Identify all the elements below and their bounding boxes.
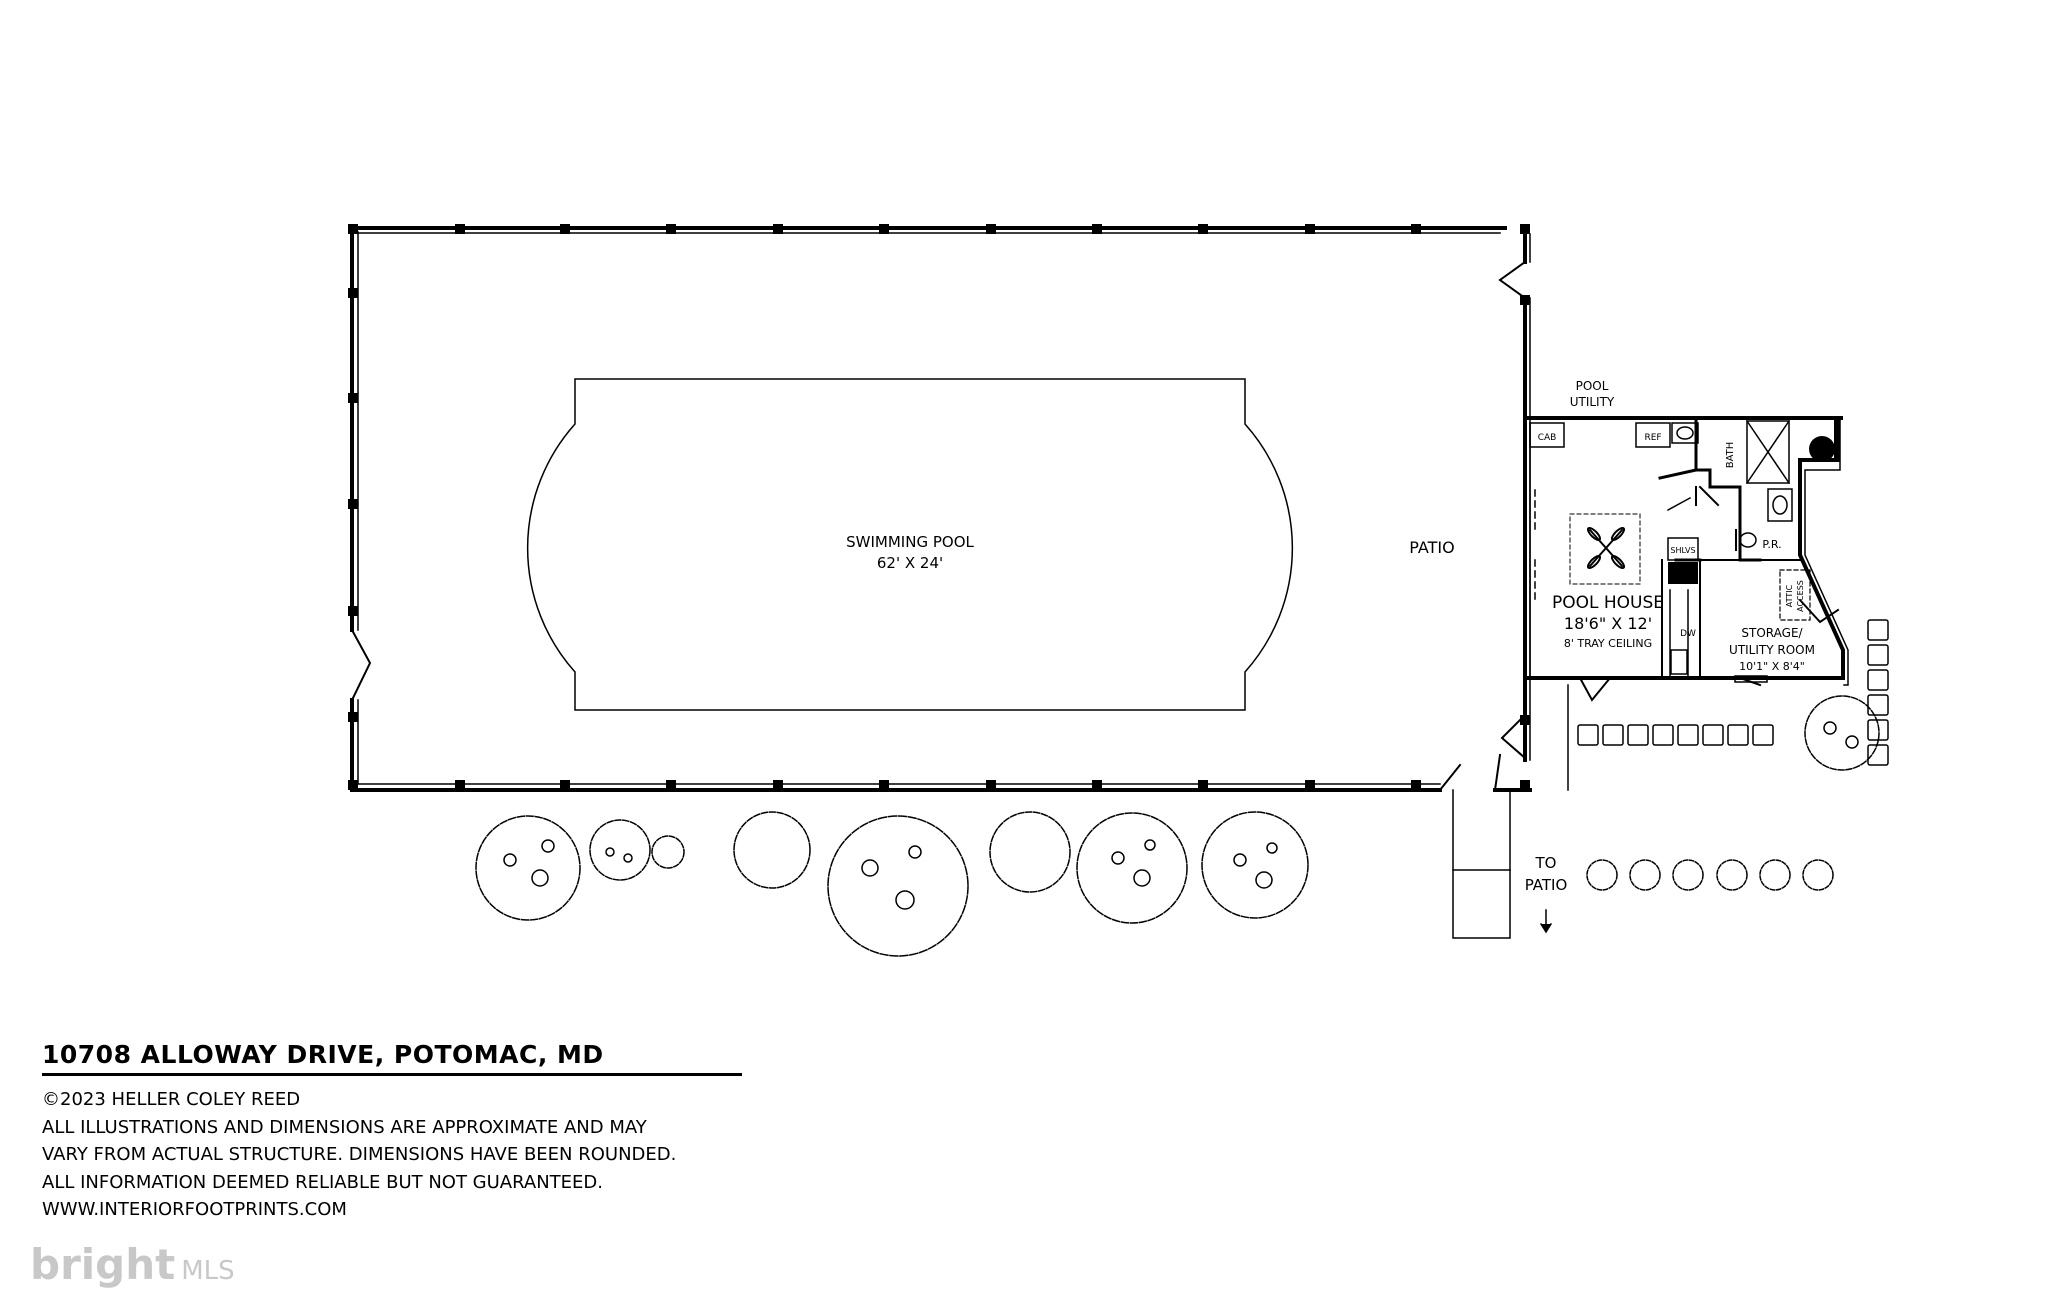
shelves-label: SHLVS bbox=[1670, 546, 1695, 555]
pool-house-label: POOL HOUSE bbox=[1552, 593, 1664, 613]
plan-legend: 10708 ALLOWAY DRIVE, POTOMAC, MD ©2023 H… bbox=[42, 1040, 742, 1224]
bright-mls-watermark: bright MLS bbox=[30, 1240, 235, 1289]
landscaping-trees bbox=[475, 695, 1880, 957]
pool-label: SWIMMING POOL bbox=[846, 533, 974, 551]
storage-label: STORAGE/ bbox=[1741, 626, 1803, 640]
storage-dimensions: 10'1" X 8'4" bbox=[1739, 660, 1805, 673]
disclaimer-line-2: VARY FROM ACTUAL STRUCTURE. DIMENSIONS H… bbox=[42, 1144, 677, 1165]
watermark-suffix: MLS bbox=[181, 1256, 235, 1286]
pool-house bbox=[1523, 416, 1849, 702]
ref-label: REF bbox=[1644, 433, 1661, 443]
walkway bbox=[1452, 684, 1569, 939]
attic-access-label: ATTIC bbox=[1785, 584, 1794, 607]
pool-house-ceiling: 8' TRAY CEILING bbox=[1564, 637, 1652, 650]
dishwasher-label: DW bbox=[1680, 629, 1696, 639]
powder-room-label: P.R. bbox=[1762, 538, 1781, 551]
bath-label: BATH bbox=[1725, 442, 1736, 469]
patio-label: PATIO bbox=[1409, 538, 1454, 557]
to-patio-label: PATIO bbox=[1525, 876, 1568, 894]
enclosure-posts bbox=[348, 224, 1530, 790]
attic-access-label-2: ACCESS bbox=[1796, 580, 1805, 612]
stepping-stones bbox=[1577, 619, 1889, 766]
website-line: WWW.INTERIORFOOTPRINTS.COM bbox=[42, 1199, 347, 1220]
pool-utility-label-2: UTILITY bbox=[1570, 395, 1615, 409]
to-label: TO bbox=[1535, 854, 1557, 872]
pool-utility-label: POOL bbox=[1576, 379, 1609, 393]
disclaimer-line-1: ALL ILLUSTRATIONS AND DIMENSIONS ARE APP… bbox=[42, 1116, 647, 1138]
storage-label-2: UTILITY ROOM bbox=[1729, 643, 1815, 657]
disclaimer-line-3: ALL INFORMATION DEEMED RELIABLE BUT NOT … bbox=[42, 1171, 603, 1193]
copyright-line: ©2023 HELLER COLEY REED bbox=[42, 1089, 301, 1110]
to-patio-arrow-icon bbox=[1539, 909, 1553, 934]
watermark-brand: bright bbox=[30, 1240, 176, 1289]
pool-enclosure bbox=[350, 226, 1532, 792]
pool-dimensions: 62' X 24' bbox=[877, 554, 943, 572]
property-address: 10708 ALLOWAY DRIVE, POTOMAC, MD bbox=[42, 1040, 742, 1076]
pool-house-dimensions: 18'6" X 12' bbox=[1564, 614, 1652, 633]
cab-label: CAB bbox=[1538, 433, 1557, 443]
swimming-pool bbox=[526, 378, 1294, 711]
